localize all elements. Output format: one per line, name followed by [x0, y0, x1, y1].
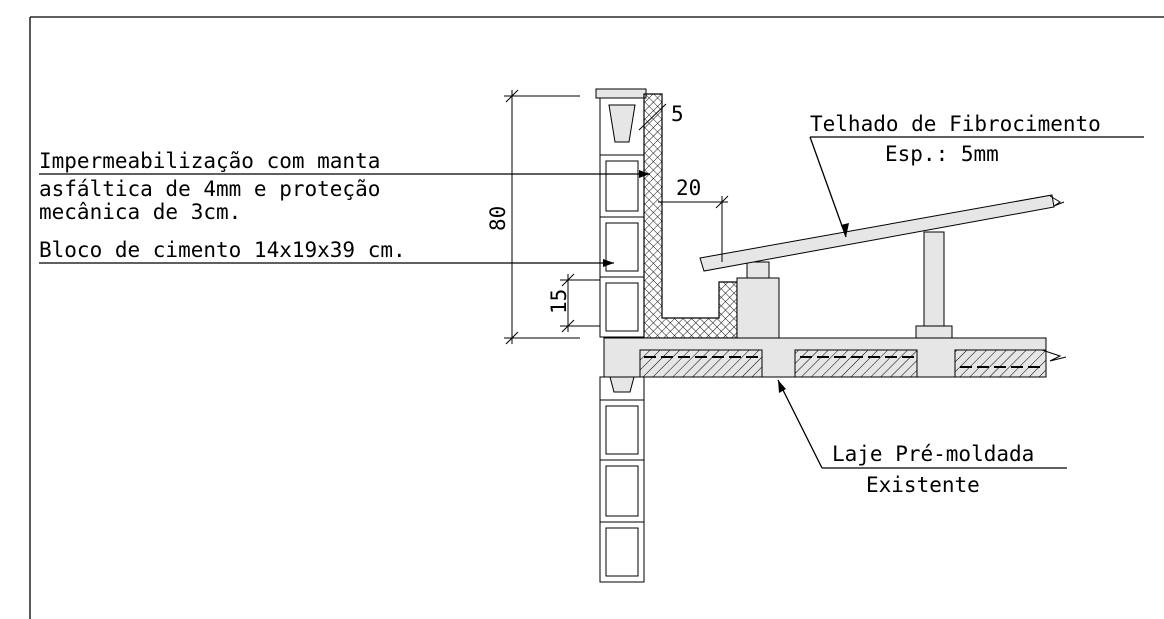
waterproofing-protection [643, 93, 738, 339]
block-leader-arrow [603, 259, 614, 267]
dimension-5-tick [638, 103, 667, 131]
slab-leader-arrow [778, 380, 786, 393]
block-wall [595, 88, 647, 583]
slab-label-line2: Existente [866, 473, 980, 497]
slab-leader [777, 379, 823, 469]
dimension-80-text: 80 [486, 206, 510, 231]
dimension-15-text: 15 [547, 289, 571, 314]
roof-label-line2: Esp.: 5mm [885, 142, 999, 166]
roof-label-line1: Telhado de Fibrocimento [810, 112, 1101, 136]
waterproofing-label-line2: asfáltica de 4mm e proteção [39, 177, 380, 201]
block-label: Bloco de cimento 14x19x39 cm. [39, 238, 406, 262]
precast-slab [603, 337, 1067, 378]
dimension-5-text: 5 [671, 102, 684, 126]
roof-supports [736, 231, 953, 339]
dimension-80 [504, 89, 580, 345]
dimension-15 [560, 273, 600, 333]
slab-label-line1: Laje Pré-moldada [832, 442, 1034, 466]
waterproofing-leader-arrow [639, 170, 650, 178]
roof-leader [809, 136, 847, 238]
dimension-20 [658, 195, 729, 262]
dimension-20-text: 20 [676, 176, 701, 200]
roof-leader-arrow [841, 223, 849, 237]
drawing-frame [29, 16, 1164, 619]
waterproofing-label-line1: Impermeabilização com manta [39, 149, 380, 173]
roof-sheet [699, 194, 1065, 272]
waterproofing-label-line3: mecânica de 3cm. [39, 200, 241, 224]
